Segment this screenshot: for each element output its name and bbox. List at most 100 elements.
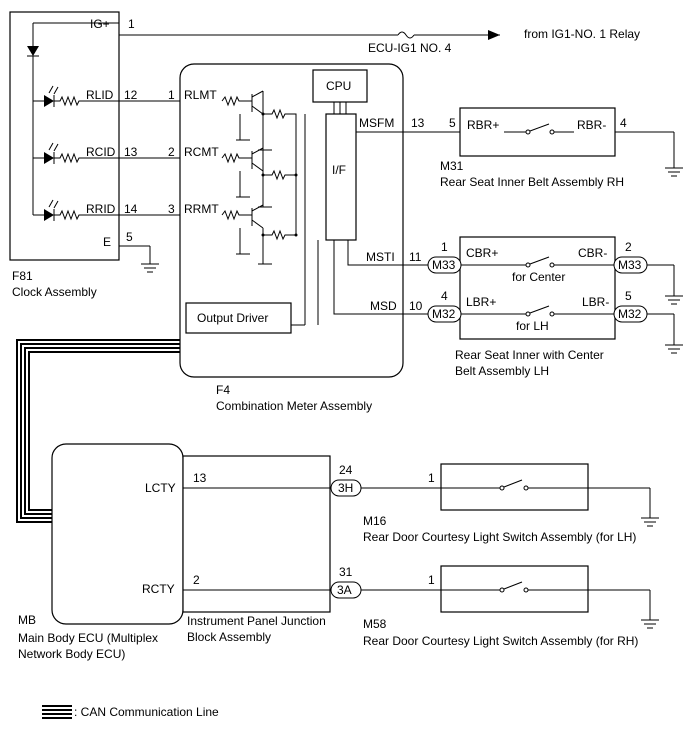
pin-number: 1 (428, 471, 435, 485)
fuse-icon (397, 31, 415, 39)
pin-number: 11 (409, 250, 422, 264)
pin-label: LBR- (582, 295, 609, 309)
pin-label: RRMT (184, 202, 219, 216)
ground-icon (647, 264, 683, 305)
connector-label: 3H (338, 481, 353, 495)
component-code: M16 (363, 514, 387, 528)
supply-line: ECU-IG1 NO. 4 from IG1-NO. 1 Relay (119, 27, 640, 55)
rear-seat-inner-belt-rh: RBR+ RBR- 5 4 M31 Rear Seat Inner Belt A… (440, 107, 627, 189)
ground-icon (119, 245, 159, 273)
pin-label: CBR- (578, 246, 607, 260)
component-name: Rear Seat Inner with Center (455, 348, 604, 362)
component-name: Instrument Panel Junction (187, 614, 326, 628)
component-name: Belt Assembly LH (455, 364, 549, 378)
output-driver-block (185, 302, 292, 334)
ground-icon (588, 589, 659, 629)
pin-label: RBR+ (467, 118, 499, 132)
can-communication-line (16, 339, 180, 523)
rear-seat-center-belt-lh: M33 M33 M32 M32 1 2 4 5 CBR+ CBR- for Ce… (427, 236, 648, 378)
pin-label: RLMT (184, 88, 217, 102)
pin-number: 5 (625, 289, 632, 303)
connector-label: M33 (618, 258, 642, 272)
ground-icon (647, 313, 683, 354)
cpu-label: CPU (326, 79, 351, 93)
pin-number: 1 (128, 17, 135, 31)
pin-number: 4 (620, 116, 627, 130)
pin-number: 2 (625, 240, 632, 254)
rear-door-courtesy-switch-lh: 1 M16 Rear Door Courtesy Light Switch As… (361, 463, 636, 544)
switch-icon (525, 256, 555, 268)
arrow-left-icon (488, 30, 500, 40)
component-name: Rear Door Courtesy Light Switch Assembly… (363, 530, 636, 544)
component-code: M31 (440, 159, 464, 173)
if-block (325, 113, 357, 241)
switch-label: for LH (516, 319, 549, 333)
pin-label: LBR+ (466, 295, 496, 309)
supply-source: from IG1-NO. 1 Relay (524, 27, 640, 41)
rear-door-courtesy-switch-rh: 1 M58 Rear Door Courtesy Light Switch As… (361, 565, 638, 648)
pin-label: RRID (86, 202, 116, 216)
component-name: Block Assembly (187, 630, 271, 644)
combination-meter-assembly: CPU I/F Output Driver (168, 63, 404, 413)
led-rcid (33, 142, 119, 164)
fuse-label: ECU-IG1 NO. 4 (368, 41, 452, 55)
component-code: M58 (363, 617, 387, 631)
diode-icon (27, 46, 39, 56)
pin-number: 13 (124, 145, 138, 159)
switch-icon (499, 581, 529, 593)
pin-label: MSFM (359, 116, 394, 130)
pin-number: 2 (168, 145, 175, 159)
pin-number: 13 (193, 471, 207, 485)
component-name: Network Body ECU) (18, 647, 125, 661)
legend: : CAN Communication Line (42, 705, 219, 719)
component-name: Rear Door Courtesy Light Switch Assembly… (363, 634, 638, 648)
pin-number: 13 (411, 116, 425, 130)
pin-number: 4 (441, 289, 448, 303)
component-name: Clock Assembly (12, 285, 97, 299)
pin-number: 1 (428, 573, 435, 587)
pin-label: MSD (370, 299, 397, 313)
pin-label: E (103, 235, 111, 249)
pin-number: 3 (168, 202, 175, 216)
pin-number: 31 (339, 565, 353, 579)
pin-number: 14 (124, 202, 138, 216)
transistor-stage-1 (221, 90, 297, 175)
connector-label: M32 (432, 307, 456, 321)
pin-label: IG+ (90, 17, 110, 31)
pin-label: RLID (86, 88, 114, 102)
component-name: Rear Seat Inner Belt Assembly RH (440, 175, 624, 189)
cpu-block (312, 69, 368, 103)
main-body-ecu: LCTY RCTY MB Main Body ECU (Multiplex Ne… (18, 443, 184, 661)
pin-number: 1 (441, 240, 448, 254)
pin-number: 24 (339, 463, 353, 477)
pin-number: 10 (409, 299, 423, 313)
led-rrid (33, 199, 119, 221)
connector-label: M32 (618, 307, 642, 321)
pin-label: LCTY (145, 481, 176, 495)
component-code: F4 (216, 383, 230, 397)
connector-label: 3A (337, 583, 352, 597)
pin-label: RCMT (184, 145, 219, 159)
component-code: MB (18, 613, 36, 627)
component-code: F81 (12, 269, 33, 283)
pin-number: 12 (124, 88, 138, 102)
switch-label: for Center (512, 270, 565, 284)
led-rlid (33, 85, 119, 107)
pin-label: RCID (86, 145, 116, 159)
pin-label: RCTY (142, 582, 175, 596)
component-name: Main Body ECU (Multiplex (18, 631, 158, 645)
pin-number: 1 (168, 88, 175, 102)
pin-label: MSTI (366, 250, 395, 264)
if-label: I/F (332, 163, 346, 177)
connector-label: M33 (432, 258, 456, 272)
pin-label: RBR- (577, 118, 606, 132)
pin-number: 5 (126, 230, 133, 244)
ground-icon (615, 131, 683, 177)
instrument-panel-junction-block: Instrument Panel Junction Block Assembly (182, 455, 331, 644)
ground-icon (588, 487, 659, 527)
clock-assembly: IG+ RLID RCID RRID E F81 Clock Assembly (9, 11, 120, 299)
pin-number: 2 (193, 573, 200, 587)
transistor-stage-3 (221, 204, 298, 265)
pin-label: CBR+ (466, 246, 498, 260)
